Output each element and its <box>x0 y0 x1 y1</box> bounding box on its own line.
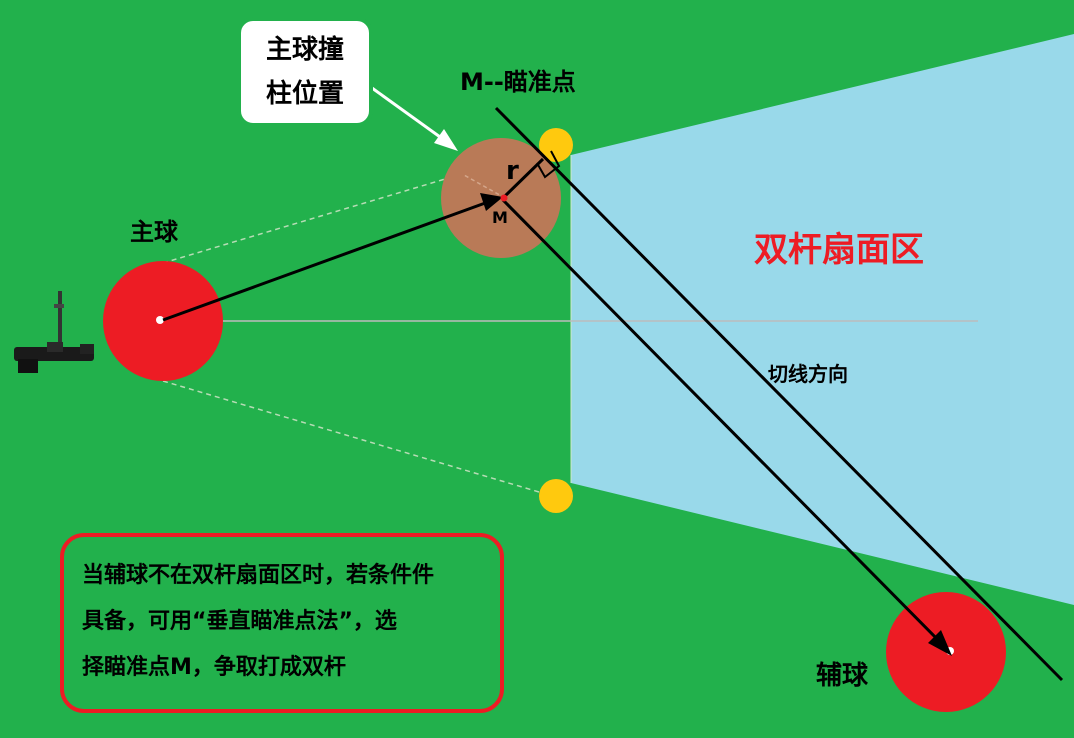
upper-post <box>539 128 573 162</box>
radius-line <box>501 157 545 200</box>
note-line-3: 择瞄准点M，争取打成双杆 <box>82 655 346 680</box>
double-shot-zone <box>571 34 1074 605</box>
callout-pointer-head <box>434 129 458 151</box>
tangent-line <box>494 106 1064 682</box>
zone-label: 双杆扇面区 <box>754 230 924 270</box>
ghost-ball-radius-dashed <box>463 174 506 199</box>
note-line-2: 具备，可用“垂直瞄准点法”，选 <box>82 609 397 634</box>
object-path-line <box>501 198 948 650</box>
callout-line-2: 柱位置 <box>265 79 344 109</box>
cue-ball-label: 主球 <box>130 218 178 246</box>
lower-guide-line <box>162 380 557 498</box>
aim-arrow-line <box>162 200 489 322</box>
radius-label: r <box>506 156 519 186</box>
right-angle-mark <box>536 150 561 179</box>
object-ball-label: 辅球 <box>816 661 869 691</box>
callout-pointer-line <box>371 86 448 144</box>
aim-arrow-head <box>480 193 503 211</box>
point-m-marker <box>500 194 508 202</box>
tangent-label: 切线方向 <box>768 362 848 386</box>
cue-ball-center <box>156 316 164 324</box>
lower-post <box>539 479 573 513</box>
aim-point-label: M--瞄准点 <box>460 68 576 96</box>
callout-line-1: 主球撞 <box>265 35 344 65</box>
explanation-note: 当辅球不在双杆扇面区时，若条件件 具备，可用“垂直瞄准点法”，选 择瞄准点M，争… <box>60 533 504 713</box>
cue-stick-icon <box>14 291 94 373</box>
object-path-arrow <box>928 630 952 656</box>
note-line-1: 当辅球不在双杆扇面区时，若条件件 <box>82 563 435 588</box>
point-m-label: M <box>492 208 508 227</box>
callout-box: 主球撞 柱位置 <box>237 17 373 127</box>
